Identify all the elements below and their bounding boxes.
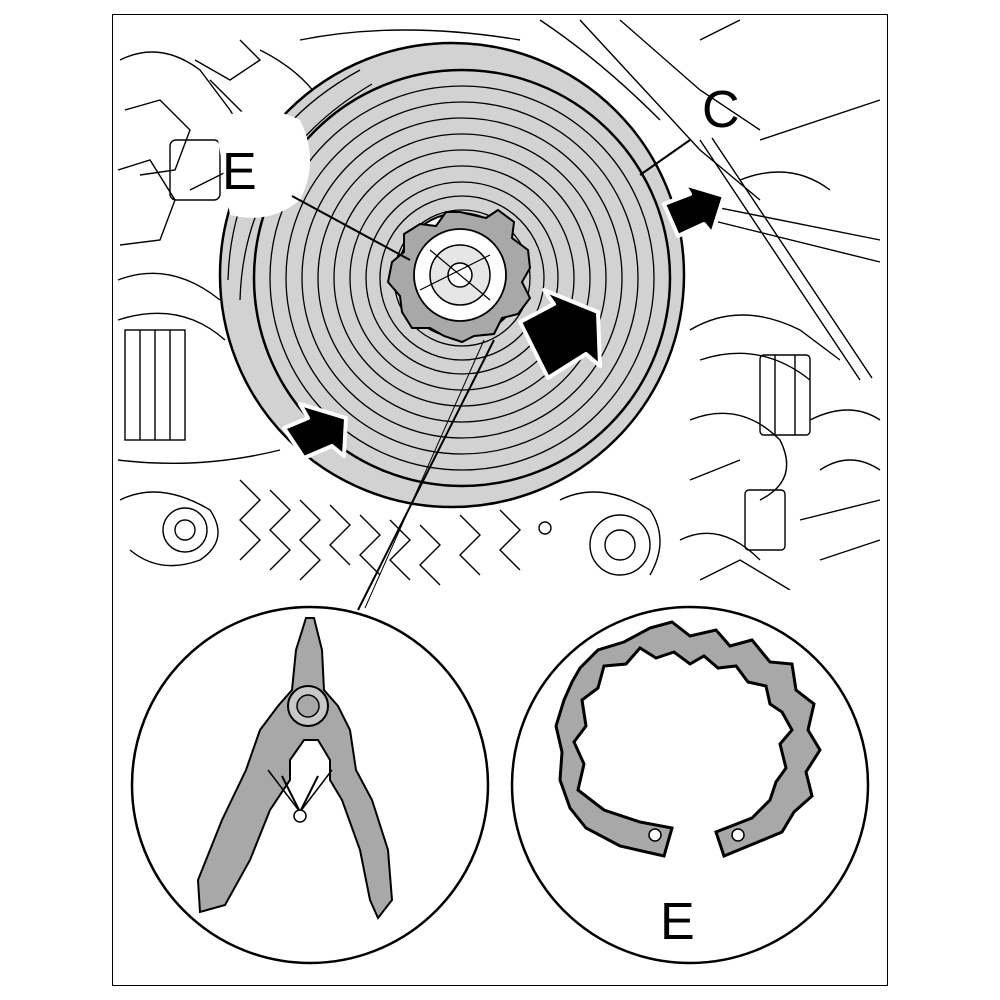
label-bubble — [215, 110, 310, 218]
pliers-detail — [130, 605, 490, 965]
arrow-center — [518, 288, 602, 380]
snap-ring-pliers-icon — [196, 617, 394, 920]
arrow-upper-right — [662, 182, 726, 238]
removal-arrows — [282, 182, 726, 460]
pulley-callout-label: C — [702, 81, 740, 139]
clip-callout-label: E — [222, 143, 257, 201]
snap-ring-clip-icon — [554, 620, 822, 858]
pulley-hub — [386, 208, 532, 344]
arrow-lower-left — [282, 402, 348, 460]
detail-clip-callout-label: E — [660, 893, 695, 951]
snap-ring-detail — [510, 605, 870, 965]
leader-lines — [291, 139, 691, 611]
